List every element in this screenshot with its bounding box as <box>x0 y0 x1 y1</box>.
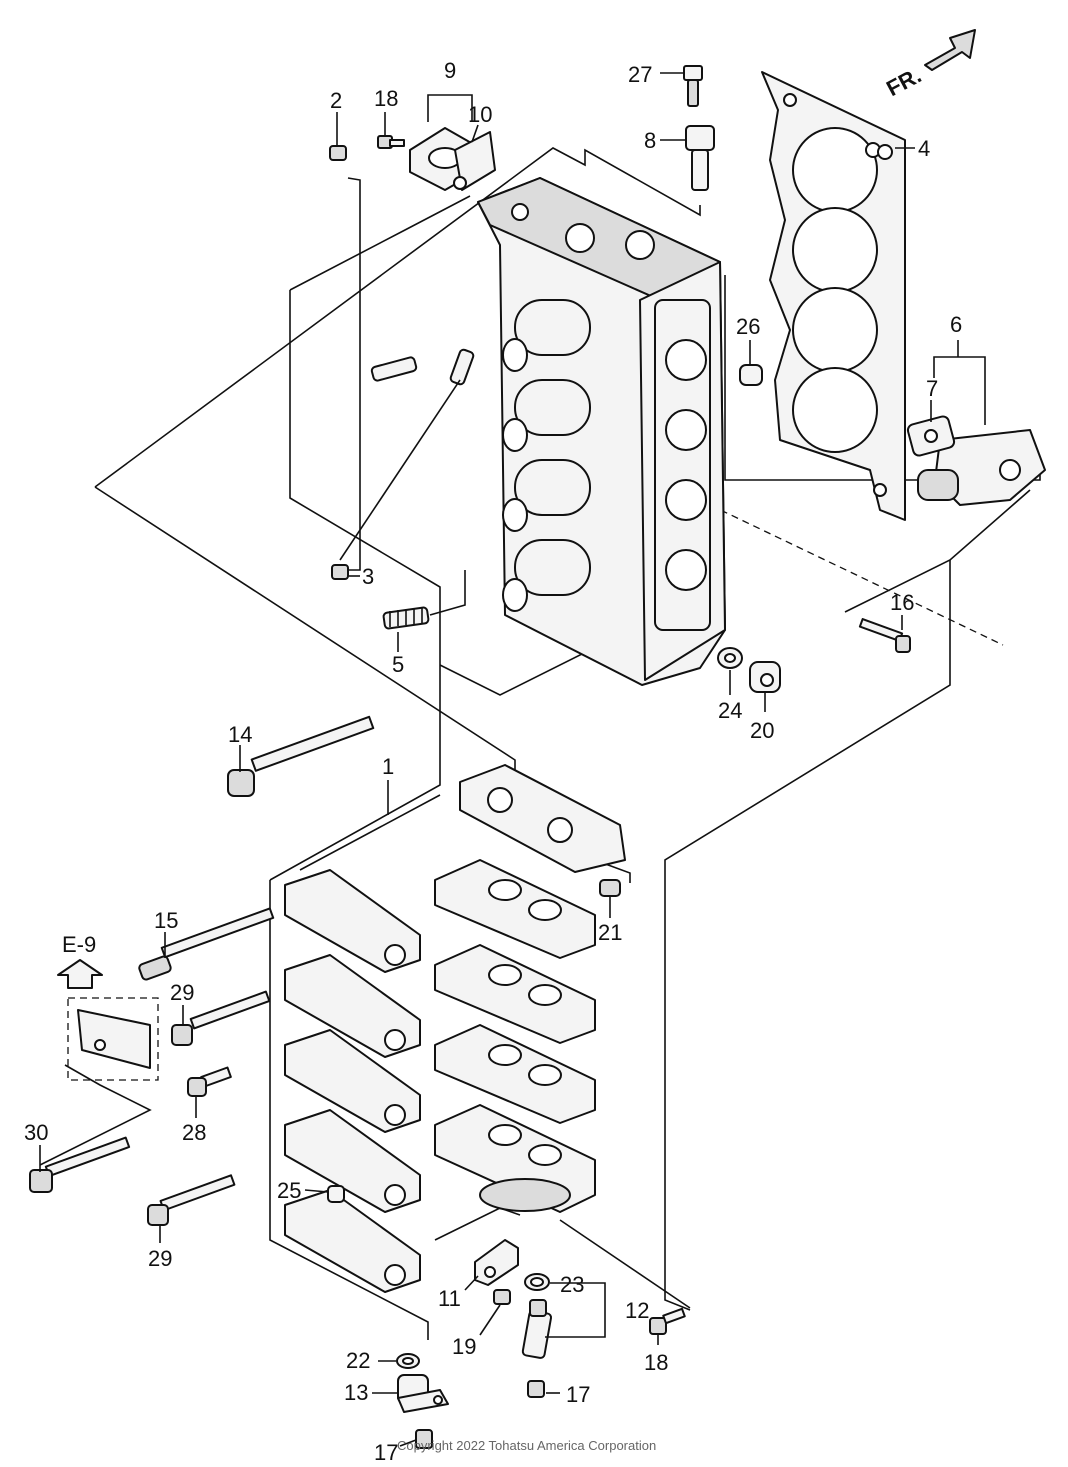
callout-13: 13 <box>344 1380 368 1405</box>
o-ring-22 <box>396 1353 420 1369</box>
dowel-pin-26 <box>739 364 763 386</box>
stud-bolt-15 <box>138 907 275 981</box>
sensor-housing-13 <box>397 1374 449 1413</box>
callout-27: 27 <box>628 62 652 87</box>
group-outline-upper <box>94 147 1041 1311</box>
bolt-30 <box>29 1136 131 1193</box>
callout-9: 9 <box>444 58 456 83</box>
callout-17-right: 17 <box>566 1382 590 1407</box>
bolt-16 <box>858 618 911 653</box>
callout-8: 8 <box>644 128 656 153</box>
cam-holder-3 <box>434 1024 596 1124</box>
reference-arrow <box>57 959 103 989</box>
callout-28: 28 <box>182 1120 206 1145</box>
callout-23: 23 <box>560 1272 584 1297</box>
callout-20: 20 <box>750 718 774 743</box>
bolt-17-left <box>415 1429 433 1449</box>
cam-holder-4 <box>434 1104 596 1213</box>
callout-30: 30 <box>24 1120 48 1145</box>
bolt-28 <box>187 1066 232 1097</box>
valve-seal <box>331 564 349 580</box>
callout-25: 25 <box>277 1178 301 1203</box>
callout-24: 24 <box>718 698 742 723</box>
valve-guide-left <box>370 356 418 382</box>
cam-holder-1 <box>434 859 596 959</box>
bolt-21 <box>599 879 621 897</box>
callout-3: 3 <box>362 564 374 589</box>
cam-cap-3 <box>284 1029 421 1133</box>
leader-lines <box>39 72 986 1447</box>
front-direction-label: FR. <box>882 62 925 101</box>
callout-4: 4 <box>918 136 930 161</box>
chain-guide-plate <box>67 997 159 1081</box>
valve-guide-right <box>449 348 475 386</box>
callout-15: 15 <box>154 908 178 933</box>
valve-gasket <box>906 415 956 457</box>
callout-10: 10 <box>468 102 492 127</box>
callout-5: 5 <box>392 652 404 677</box>
front-direction-indicator: FR. <box>882 29 976 101</box>
cam-cap-1 <box>284 869 421 973</box>
bolt-18-top <box>377 135 405 149</box>
callout-29-upper: 29 <box>170 980 194 1005</box>
valve-spring <box>382 606 430 630</box>
cam-cap-2 <box>284 954 421 1058</box>
callout-19: 19 <box>452 1334 476 1359</box>
oil-control-valve <box>917 429 1046 506</box>
cover-gasket <box>453 131 496 191</box>
callout-22: 22 <box>346 1348 370 1373</box>
bolt-17-right <box>527 1380 545 1398</box>
cam-cap-4 <box>284 1109 421 1213</box>
bolt-29-upper <box>171 990 271 1046</box>
drain-plug-20 <box>749 661 781 693</box>
callout-17-left: 17 <box>374 1440 398 1465</box>
bolt-29-lower <box>147 1174 236 1226</box>
callout-1: 1 <box>382 754 394 779</box>
callout-26: 26 <box>736 314 760 339</box>
o-ring-23 <box>524 1273 550 1291</box>
bolt-18-bottom <box>649 1307 686 1335</box>
oil-pressure-switch <box>521 1299 553 1359</box>
callout-labels: 2 18 9 10 27 8 4 6 7 26 3 5 16 24 20 14 … <box>24 58 962 1465</box>
callout-14: 14 <box>228 722 252 747</box>
cylinder-head <box>477 177 726 686</box>
callout-2: 2 <box>330 88 342 113</box>
bolt-2 <box>329 145 347 161</box>
callout-12: 12 <box>625 1298 649 1323</box>
callout-18-top: 18 <box>374 86 398 111</box>
sensor-bolt <box>683 65 703 107</box>
cam-holder-2 <box>434 944 596 1044</box>
washer-24 <box>717 647 743 669</box>
callout-18-bottom: 18 <box>644 1350 668 1375</box>
temperature-sensor <box>685 125 715 191</box>
callout-6: 6 <box>950 312 962 337</box>
bolt-19 <box>493 1289 511 1305</box>
callout-7: 7 <box>926 376 938 401</box>
reference-e9: E-9 <box>62 932 96 957</box>
bracket-11 <box>474 1239 519 1286</box>
cam-carrier-top <box>459 764 626 873</box>
callout-29-lower: 29 <box>148 1246 172 1271</box>
head-bolt-14 <box>227 715 375 797</box>
dowel-pin-25 <box>327 1185 345 1203</box>
copyright-notice: Copyright 2022 Tohatsu America Corporati… <box>397 1438 656 1453</box>
callout-16: 16 <box>890 590 914 615</box>
callout-11: 11 <box>438 1286 461 1311</box>
head-gasket <box>761 71 906 521</box>
callout-21: 21 <box>598 920 622 945</box>
